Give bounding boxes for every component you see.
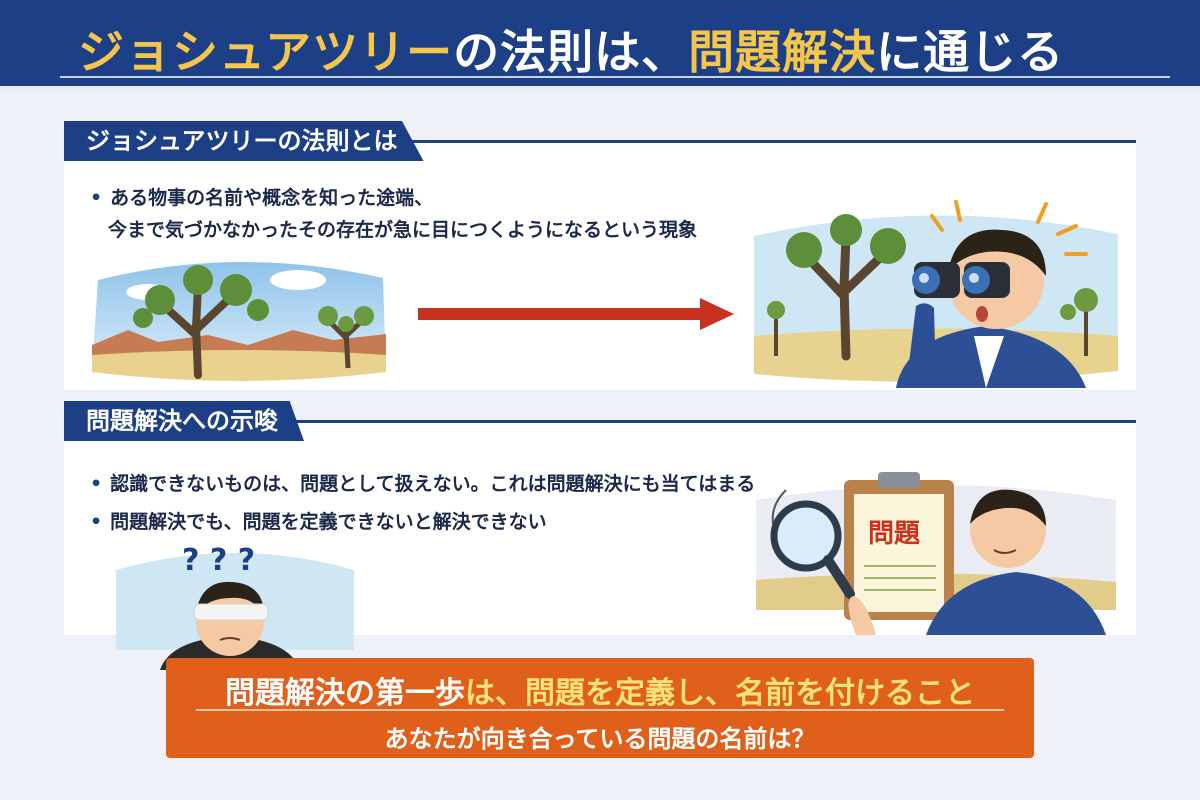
bullet-text: ある物事の名前や概念を知った途端、 — [110, 187, 434, 209]
blindfolded-person-scene: ? ? ? — [116, 543, 354, 670]
header-bar: ジョシュアツリーの法則は、問題解決に通じる — [0, 0, 1200, 92]
title-part-joshua: ジョシュアツリー — [78, 25, 454, 79]
banner-part-define: 問題を定義し、名前を付けること — [525, 676, 975, 711]
bullet-continuation: 今まで気づかなかったその存在が急に目につくようになるという現象 — [108, 215, 697, 242]
magnifier-person-scene: 問題 — [756, 472, 1116, 635]
bullet-item: • 問題解決でも、問題を定義できないと解決できない — [90, 507, 547, 534]
clipboard-icon — [844, 472, 954, 620]
banner-part-ha: は、 — [465, 676, 525, 711]
banner-question: あなたが向き合っている問題の名前は？ — [384, 725, 816, 753]
banner-divider — [196, 709, 1004, 711]
bullet-text: 問題解決でも、問題を定義できないと解決できない — [110, 511, 547, 533]
bullet-dot-icon: • — [90, 473, 103, 495]
bullet-text: 認識できないものは、問題として扱えない。これは問題解決にも当てはまる — [110, 473, 756, 495]
question-marks-icon: ? ? ? — [182, 543, 255, 578]
conclusion-banner: 問題解決の第一歩は、問題を定義し、名前を付けること あなたが向き合っている問題の… — [166, 658, 1034, 758]
section-tab-joshua-law: ジョシュアツリーの法則とは — [64, 121, 424, 161]
title-part-connect: に通じる — [876, 25, 1065, 79]
section-tab-implication: 問題解決への示唆 — [64, 401, 304, 441]
title-part-law: の法則は、 — [453, 25, 689, 79]
binoculars-person-scene — [754, 200, 1118, 388]
magnifier-icon — [770, 500, 855, 599]
binoculars-icon — [912, 262, 1010, 298]
title-part-problem: 問題解決 — [688, 25, 877, 79]
joshua-tree-scene — [92, 261, 386, 381]
bullet-item: • ある物事の名前や概念を知った途端、 — [90, 183, 433, 210]
clipboard-text: 問題 — [868, 519, 921, 549]
bullet-item: • 認識できないものは、問題として扱えない。これは問題解決にも当てはまる — [90, 469, 755, 496]
banner-main-text: 問題解決の第一歩は、問題を定義し、名前を付けること — [166, 668, 1034, 712]
bullet-text: 今まで気づかなかったその存在が急に目につくようになるという現象 — [108, 219, 698, 241]
banner-part-first-step: 問題解決の第一歩 — [225, 676, 465, 711]
arrow-right-icon — [418, 298, 734, 330]
bullet-dot-icon: • — [90, 511, 103, 533]
page-title: ジョシュアツリーの法則は、問題解決に通じる — [78, 16, 1064, 82]
bullet-dot-icon: • — [90, 187, 103, 209]
